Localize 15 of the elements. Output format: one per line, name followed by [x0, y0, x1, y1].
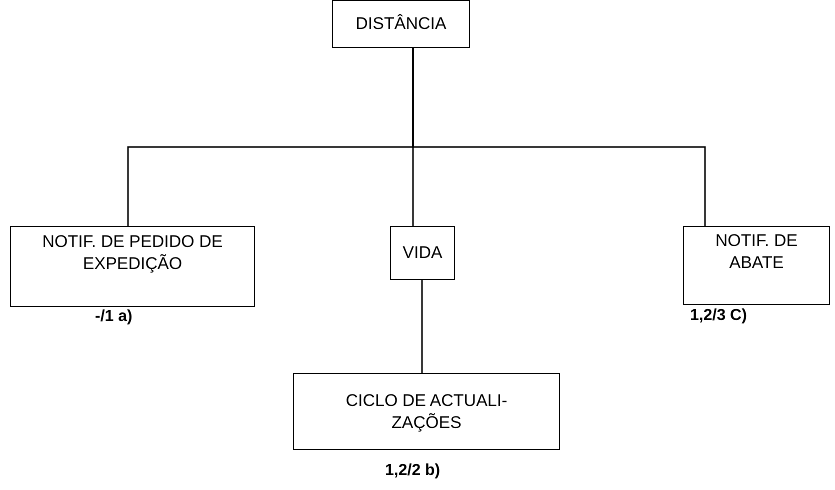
connector-line — [412, 48, 706, 226]
reference-code: 1,2/3 C) — [690, 307, 747, 325]
text-box — [683, 226, 830, 305]
box-label: VIDA — [402, 242, 442, 264]
text-box — [390, 226, 455, 280]
reference-code: -/1 a) — [95, 308, 132, 326]
box-label: CICLO DE ACTUALI- ZAÇÕES — [344, 390, 508, 433]
box-label: DISTÂNCIA — [356, 13, 446, 35]
text-box — [332, 0, 470, 48]
text-box — [10, 226, 255, 307]
text-box — [293, 373, 560, 450]
box-label: NOTIF. DE ABATE — [714, 230, 799, 273]
connector-line — [421, 280, 423, 373]
reference-code: 1,2/2 b) — [385, 462, 440, 480]
box-label: NOTIF. DE PEDIDO DE EXPEDIÇÃO — [41, 231, 224, 274]
